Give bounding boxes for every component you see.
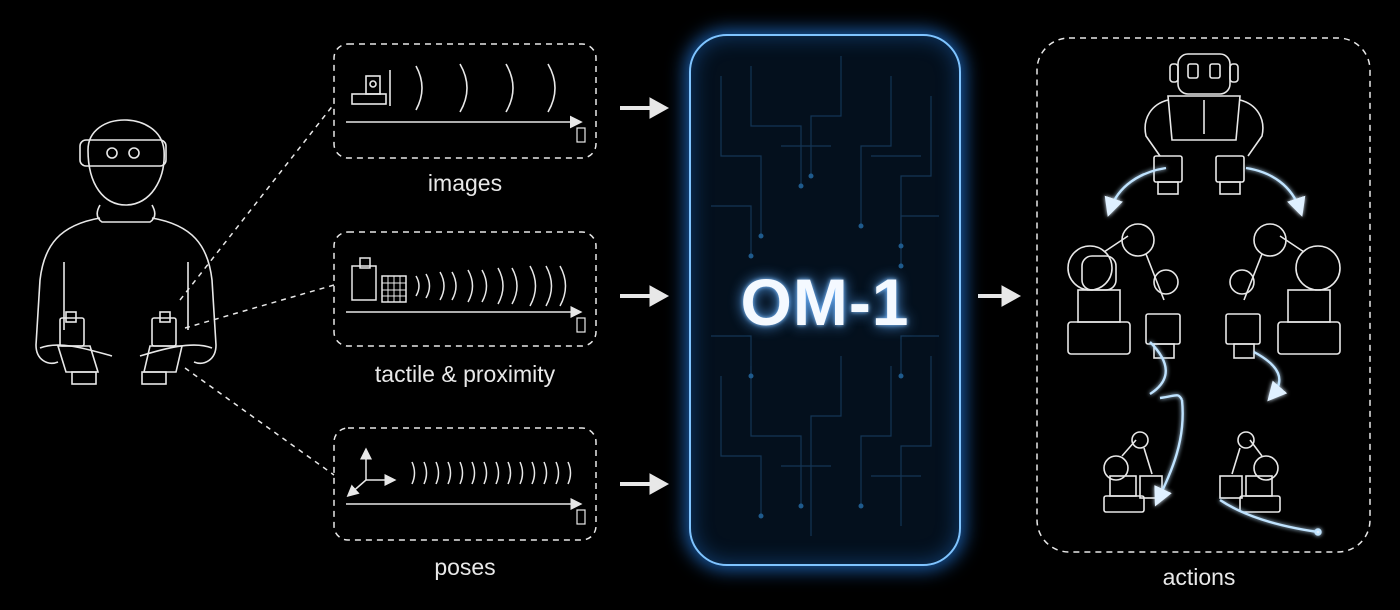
arrow-right-icon bbox=[620, 473, 670, 495]
operator-with-headset-icon bbox=[35, 119, 217, 385]
tactile-grid-icon bbox=[381, 275, 407, 303]
images-stream bbox=[346, 63, 586, 143]
poses-label: poses bbox=[434, 554, 496, 580]
circuit-pattern bbox=[711, 56, 939, 536]
tactile-card bbox=[333, 231, 597, 347]
robot-arm-icon bbox=[1225, 223, 1341, 359]
arrow-right-icon bbox=[620, 285, 670, 307]
gripper-camera-icon bbox=[351, 70, 391, 106]
small-robot-arm-icon bbox=[1103, 431, 1163, 513]
gripper-icon bbox=[351, 257, 377, 301]
robot-arm-icon bbox=[1067, 223, 1181, 359]
om-1-model-panel: OM-1 bbox=[689, 34, 961, 566]
small-robot-arm-icon bbox=[1219, 431, 1281, 513]
input-arrows bbox=[620, 97, 670, 495]
images-label: images bbox=[427, 170, 503, 196]
tactile-stream bbox=[346, 257, 586, 333]
images-card bbox=[333, 43, 597, 159]
model-title: OM-1 bbox=[740, 265, 910, 339]
arrow-right-icon bbox=[978, 285, 1022, 307]
actions-label: actions bbox=[1162, 564, 1236, 590]
arrow-right-icon bbox=[620, 97, 670, 119]
tactile-proximity-label: tactile & proximity bbox=[374, 361, 556, 387]
humanoid-robot-icon bbox=[1144, 53, 1264, 195]
operator-connectors bbox=[179, 103, 335, 476]
actions-card bbox=[1036, 37, 1371, 553]
motion-trajectories bbox=[1104, 166, 1322, 536]
poses-card bbox=[333, 427, 597, 541]
pose-axes-icon bbox=[346, 447, 397, 497]
poses-stream bbox=[346, 447, 586, 525]
